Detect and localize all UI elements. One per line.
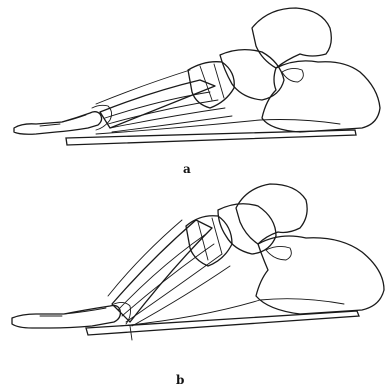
panel-a-toe-phalanges xyxy=(14,112,102,135)
panel-b-calcaneus xyxy=(256,236,384,314)
panel-b-label: b xyxy=(176,373,184,387)
panel-b-ankle xyxy=(236,184,307,244)
panel-b-toe-phalanges xyxy=(12,306,120,329)
panel-a-ankle xyxy=(252,8,331,68)
panel-a-base-plate xyxy=(66,130,356,145)
panel-b-metatarsals xyxy=(112,220,212,322)
panel-b-foot-drawing xyxy=(12,184,384,340)
panel-a-label: a xyxy=(183,162,191,176)
panel-a-foot-drawing xyxy=(14,8,380,145)
panel-b-talus xyxy=(218,204,276,254)
